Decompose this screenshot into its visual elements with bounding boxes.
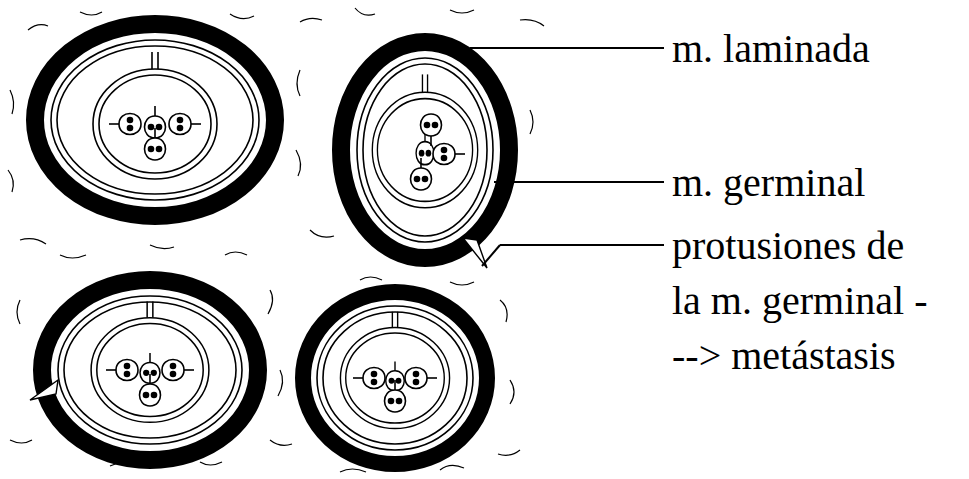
part-label: m. germinal [672,155,962,210]
part-label: protusiones de la m. germinal ---> metás… [672,218,930,383]
leader-line [482,245,500,266]
part-label: m. laminada [672,21,962,76]
leader-line [494,181,664,183]
leader-line [470,47,664,49]
leader-line [500,244,664,246]
